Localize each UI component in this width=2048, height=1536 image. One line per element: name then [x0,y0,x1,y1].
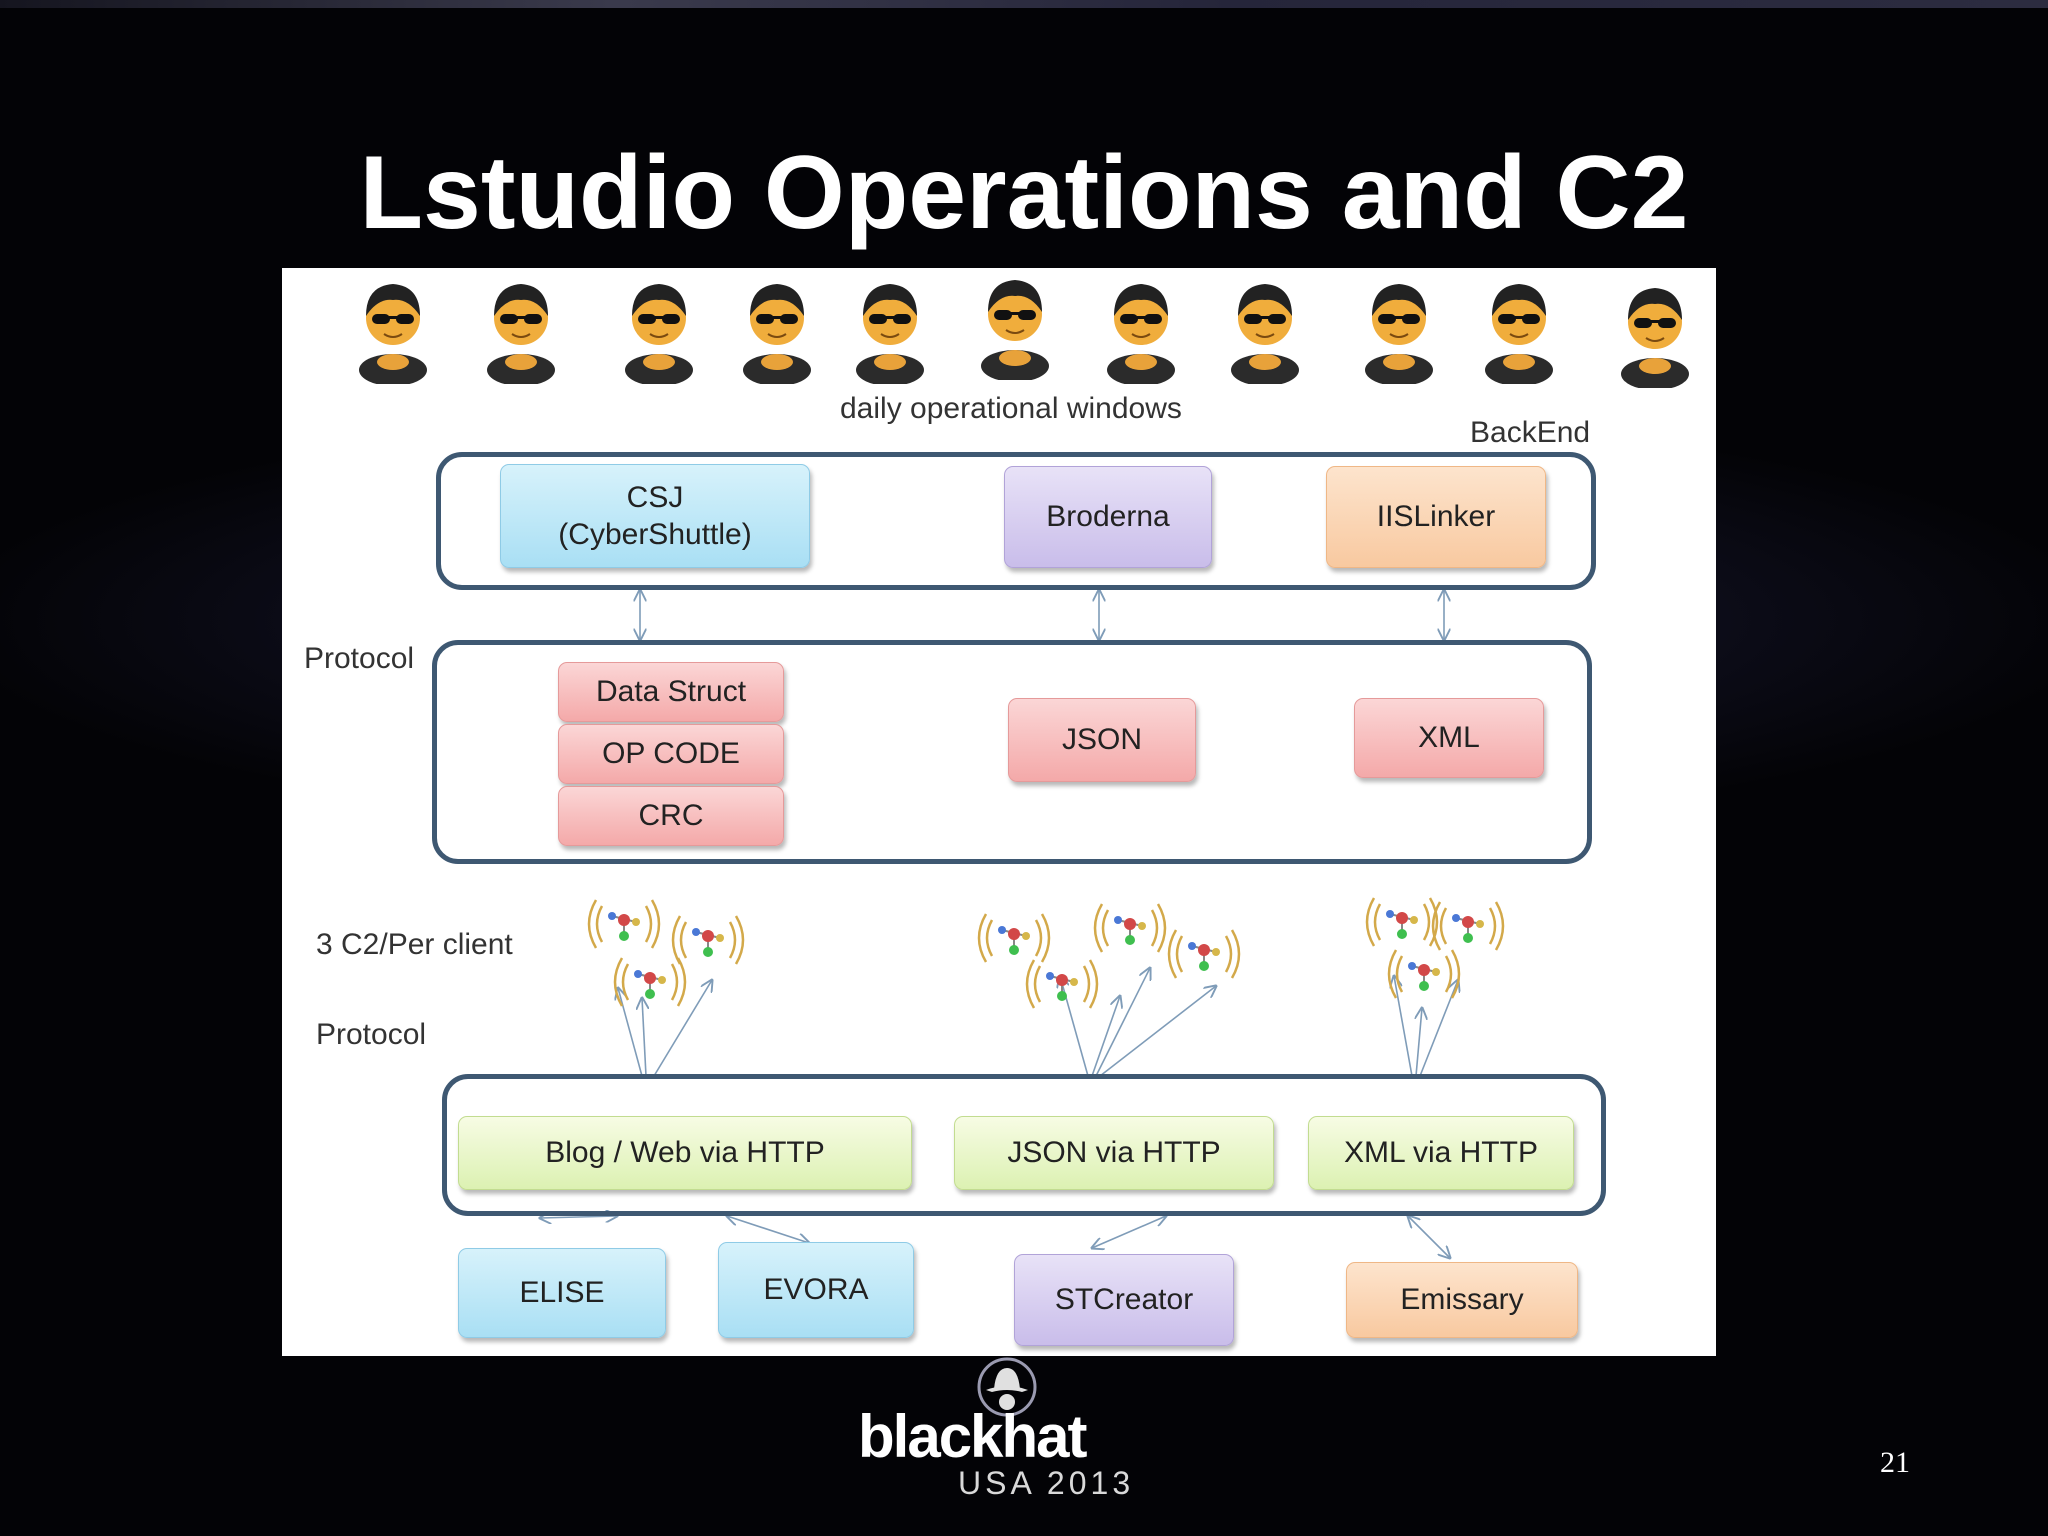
operator-person-icon [1365,284,1433,384]
protocol-node-crc: CRC [558,786,784,846]
c2-per-client-label: 3 C2/Per client [316,928,513,961]
protocol-node-op-code: OP CODE [558,724,784,784]
c2-server-signal-icon [1093,903,1167,953]
operator-person-icon [743,284,811,384]
transport-node-json-http: JSON via HTTP [954,1116,1274,1190]
operator-person-icon [359,284,427,384]
operator-person-icon [1231,284,1299,384]
logo-hat-text: hat [1001,1403,1087,1470]
c2-server-signal-icon [1025,959,1099,1009]
c2-server-signal-icon [1365,897,1439,947]
operator-person-icon [625,284,693,384]
protocol-node-json: JSON [1008,698,1196,782]
backend-node-broderna: Broderna [1004,466,1212,568]
c2-server-signal-icon [1167,929,1241,979]
backend-group [436,452,1596,590]
operator-person-icon [981,280,1049,380]
backend-node-csj-line2: (CyberShuttle) [558,518,752,551]
c2-server-signal-icon [1431,901,1505,951]
operator-person-icon [1107,284,1175,384]
blackhat-logo-icon [977,1357,1037,1417]
blackhat-logo-wordmark: blackhat [858,1403,1087,1470]
backend-node-csj-line1: CSJ [626,480,684,514]
c2-server-signal-icon [587,899,661,949]
protocol-node-xml: XML [1354,698,1544,778]
operators-caption: daily operational windows [840,392,1182,425]
operator-person-icon [856,284,924,384]
connector-arrows [282,268,1716,1356]
transport-group [442,1074,1606,1216]
c2-server-signal-icon [977,913,1051,963]
protocol-label-bottom: Protocol [316,1018,427,1051]
operator-person-icon [487,284,555,384]
backend-label: BackEnd [1470,416,1591,449]
c2-server-signal-icon [671,915,745,965]
slide-title: Lstudio Operations and C2 [359,135,1689,251]
logo-event-text: USA 2013 [958,1465,1135,1501]
c2-server-signal-icon [613,957,687,1007]
backend-node-iislinker: IISLinker [1326,466,1546,568]
malware-node-evora: EVORA [718,1242,914,1338]
c2-server-signal-icon [1387,949,1461,999]
protocol-node-data-struct: Data Struct [558,662,784,722]
operator-person-icon [1621,288,1689,388]
protocol-group [432,640,1592,864]
blackhat-logo: blackhat USA 2013 [820,1356,1220,1500]
operator-person-icon [1485,284,1553,384]
malware-node-elise: ELISE [458,1248,666,1338]
protocol-label-top: Protocol [304,642,415,675]
transport-node-blog-web: Blog / Web via HTTP [458,1116,912,1190]
transport-node-xml-http: XML via HTTP [1308,1116,1574,1190]
malware-node-emissary: Emissary [1346,1262,1578,1338]
page-number: 21 [1880,1446,1910,1479]
diagram-panel: daily operational windows BackEnd Protoc… [282,268,1716,1356]
logo-black-text: black [858,1403,1003,1470]
backend-node-csj: CSJ (CyberShuttle) [500,464,810,568]
malware-node-stcreator: STCreator [1014,1254,1234,1346]
top-decoration-strip [0,0,2048,8]
